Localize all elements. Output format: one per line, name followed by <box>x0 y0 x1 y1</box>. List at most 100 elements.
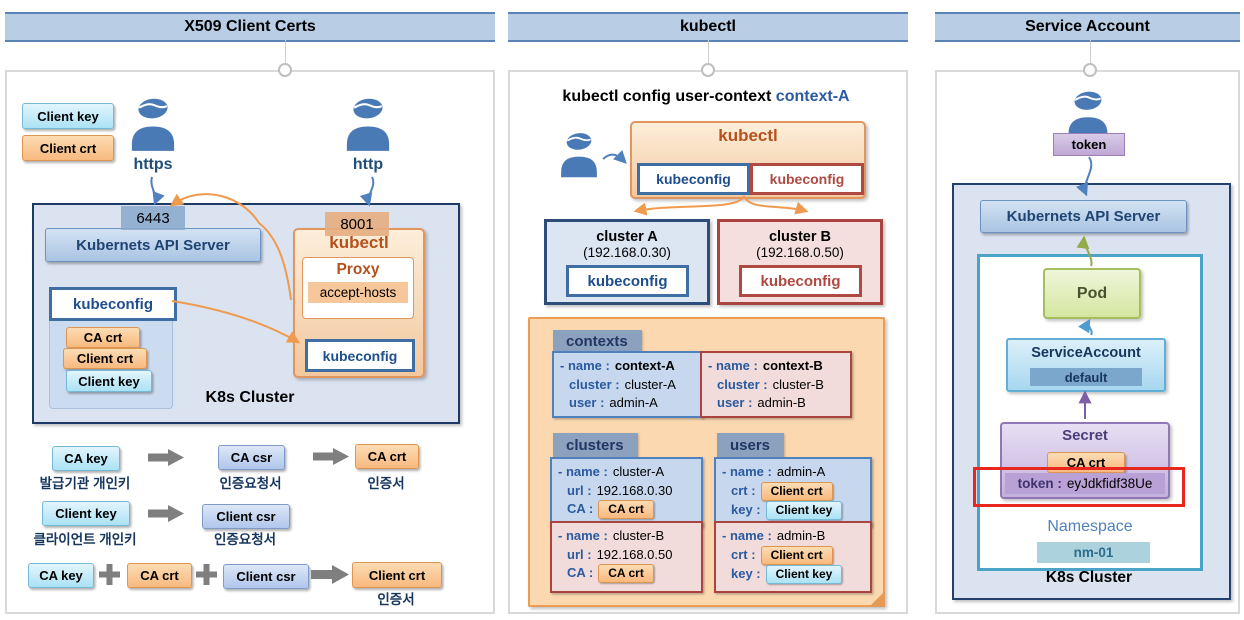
value: context-A <box>614 358 675 373</box>
value: cluster-B <box>612 528 665 543</box>
value: admin-B <box>776 528 826 543</box>
value: 192.168.0.50 <box>596 546 673 562</box>
proxy-title: Proxy <box>336 261 380 278</box>
flow3-client-crt-tag: Client crt <box>352 562 442 588</box>
key: - name : <box>560 358 610 373</box>
connector-circle <box>278 63 292 77</box>
ca-key-label: CA key <box>39 568 83 583</box>
flow-ca-csr-tag: CA csr <box>218 445 285 470</box>
pod-label: Pod <box>1076 284 1108 302</box>
kubeconfig-b-box: kubeconfig <box>750 163 864 195</box>
key: key : <box>731 501 761 517</box>
cluster-a-kubeconfig-label: kubeconfig <box>587 272 668 290</box>
connector-line <box>1090 40 1091 66</box>
folded-corner <box>869 591 885 607</box>
http-label: http <box>352 156 384 173</box>
legend-client-key-label: Client key <box>37 108 99 124</box>
api-server-label: Kubernets API Server <box>76 236 230 254</box>
flow-client-key-tag: Client key <box>42 501 130 526</box>
key: - name : <box>708 358 758 373</box>
plus-icon <box>99 564 120 585</box>
clusters-title: clusters <box>566 436 624 454</box>
client-crt-tag: Client crt <box>760 481 833 501</box>
token-highlight-frame <box>973 467 1185 507</box>
port-8001-label: 8001 <box>340 215 374 233</box>
sa-default-band: default <box>1030 368 1142 386</box>
flow3-ca-key-tag: CA key <box>28 563 94 588</box>
flow-ca-csr-caption: 인증요청서 <box>219 476 282 491</box>
kubectl-command: kubectl config user-context context-A <box>508 88 904 106</box>
key: - name : <box>558 528 608 543</box>
kubectl-box-title: kubectl <box>718 126 778 145</box>
flow-client-csr-tag: Client csr <box>202 504 290 529</box>
key: - name : <box>722 464 772 479</box>
panel-sa-header: Service Account <box>935 12 1240 42</box>
key: crt : <box>731 546 756 562</box>
arrow-right-icon <box>311 565 349 584</box>
ca-crt-tag: CA crt <box>598 564 654 583</box>
api-server-box: Kubernets API Server <box>45 228 261 262</box>
cluster-b-name: cluster B <box>768 229 832 245</box>
kubectl-title: kubectl <box>329 233 389 252</box>
value: cluster-A <box>612 464 665 479</box>
user-a-entry: - name : admin-A crt :Client crt key :Cli… <box>714 457 872 527</box>
ca-crt-tag: CA crt <box>598 500 654 519</box>
key: CA : <box>567 565 594 581</box>
kubeconfig-title-box: kubeconfig <box>49 287 177 321</box>
plus-icon <box>196 564 217 585</box>
legend-client-crt-label: Client crt <box>39 140 97 156</box>
api-server-label: Kubernets API Server <box>1006 208 1161 225</box>
panel-x509-header: X509 Client Certs <box>5 12 495 42</box>
value: cluster-B <box>772 376 824 392</box>
token-key: token : <box>1017 476 1062 491</box>
panel-x509-title: X509 Client Certs <box>184 18 316 35</box>
key: cluster : <box>717 376 768 392</box>
flow3-client-csr-tag: Client csr <box>223 564 309 589</box>
flow-ca-crt-tag: CA crt <box>355 444 419 469</box>
legend-client-key-tag: Client key <box>22 103 114 129</box>
key: cluster : <box>569 376 620 392</box>
ca-key-label: CA key <box>64 451 108 466</box>
value: context-B <box>762 358 823 373</box>
cluster-a-ip: (192.168.0.30) <box>583 245 671 260</box>
panel-kubectl-title: kubectl <box>679 18 736 35</box>
key: key : <box>731 565 761 581</box>
arrow-right-icon <box>148 505 184 522</box>
ca-crt-label: CA crt <box>83 330 123 345</box>
service-account-box: ServiceAccount default <box>1006 338 1166 392</box>
value: admin-A <box>776 464 826 479</box>
kubeconfig-ca-crt-tag: CA crt <box>66 327 140 348</box>
connector-line <box>708 40 709 66</box>
key: crt : <box>731 482 756 498</box>
client-key-tag: Client key <box>765 500 843 520</box>
users-title: users <box>730 436 771 454</box>
port-6443-label: 6443 <box>136 209 170 227</box>
cluster-a-name: cluster A <box>596 229 658 245</box>
connector-line <box>285 40 286 66</box>
key: url : <box>567 482 592 498</box>
key: user : <box>717 395 753 410</box>
contexts-title: contexts <box>566 333 628 350</box>
key: user : <box>569 395 605 410</box>
token-label: token <box>1071 137 1107 152</box>
value: admin-B <box>757 395 806 410</box>
users-band: users <box>717 433 785 458</box>
clusters-band: clusters <box>553 433 638 458</box>
kubeconfig-a-label: kubeconfig <box>656 171 731 187</box>
context-b-entry: - name : context-B cluster :cluster-B use… <box>700 351 852 418</box>
kubeconfig-client-key-tag: Client key <box>66 370 152 392</box>
token-value: eyJdkfidf38Ue <box>1066 476 1153 491</box>
ca-crt-label: CA crt <box>367 449 407 464</box>
user-icon <box>346 98 390 151</box>
kubeconfig-title-label: kubeconfig <box>72 295 153 313</box>
value: cluster-A <box>624 376 676 392</box>
accept-hosts-band: accept-hosts <box>308 282 408 303</box>
ca-csr-label: CA csr <box>230 450 273 465</box>
token-tag: token <box>1053 133 1125 156</box>
user-b-entry: - name :admin-B crt :Client crt key :Cli… <box>714 521 872 593</box>
ca-crt-label: CA crt <box>140 568 179 583</box>
client-crt-label: Client crt <box>368 567 426 583</box>
flow-client-csr-caption: 인증요청서 <box>213 532 277 547</box>
cluster-a-kubeconfig: kubeconfig <box>566 265 689 297</box>
